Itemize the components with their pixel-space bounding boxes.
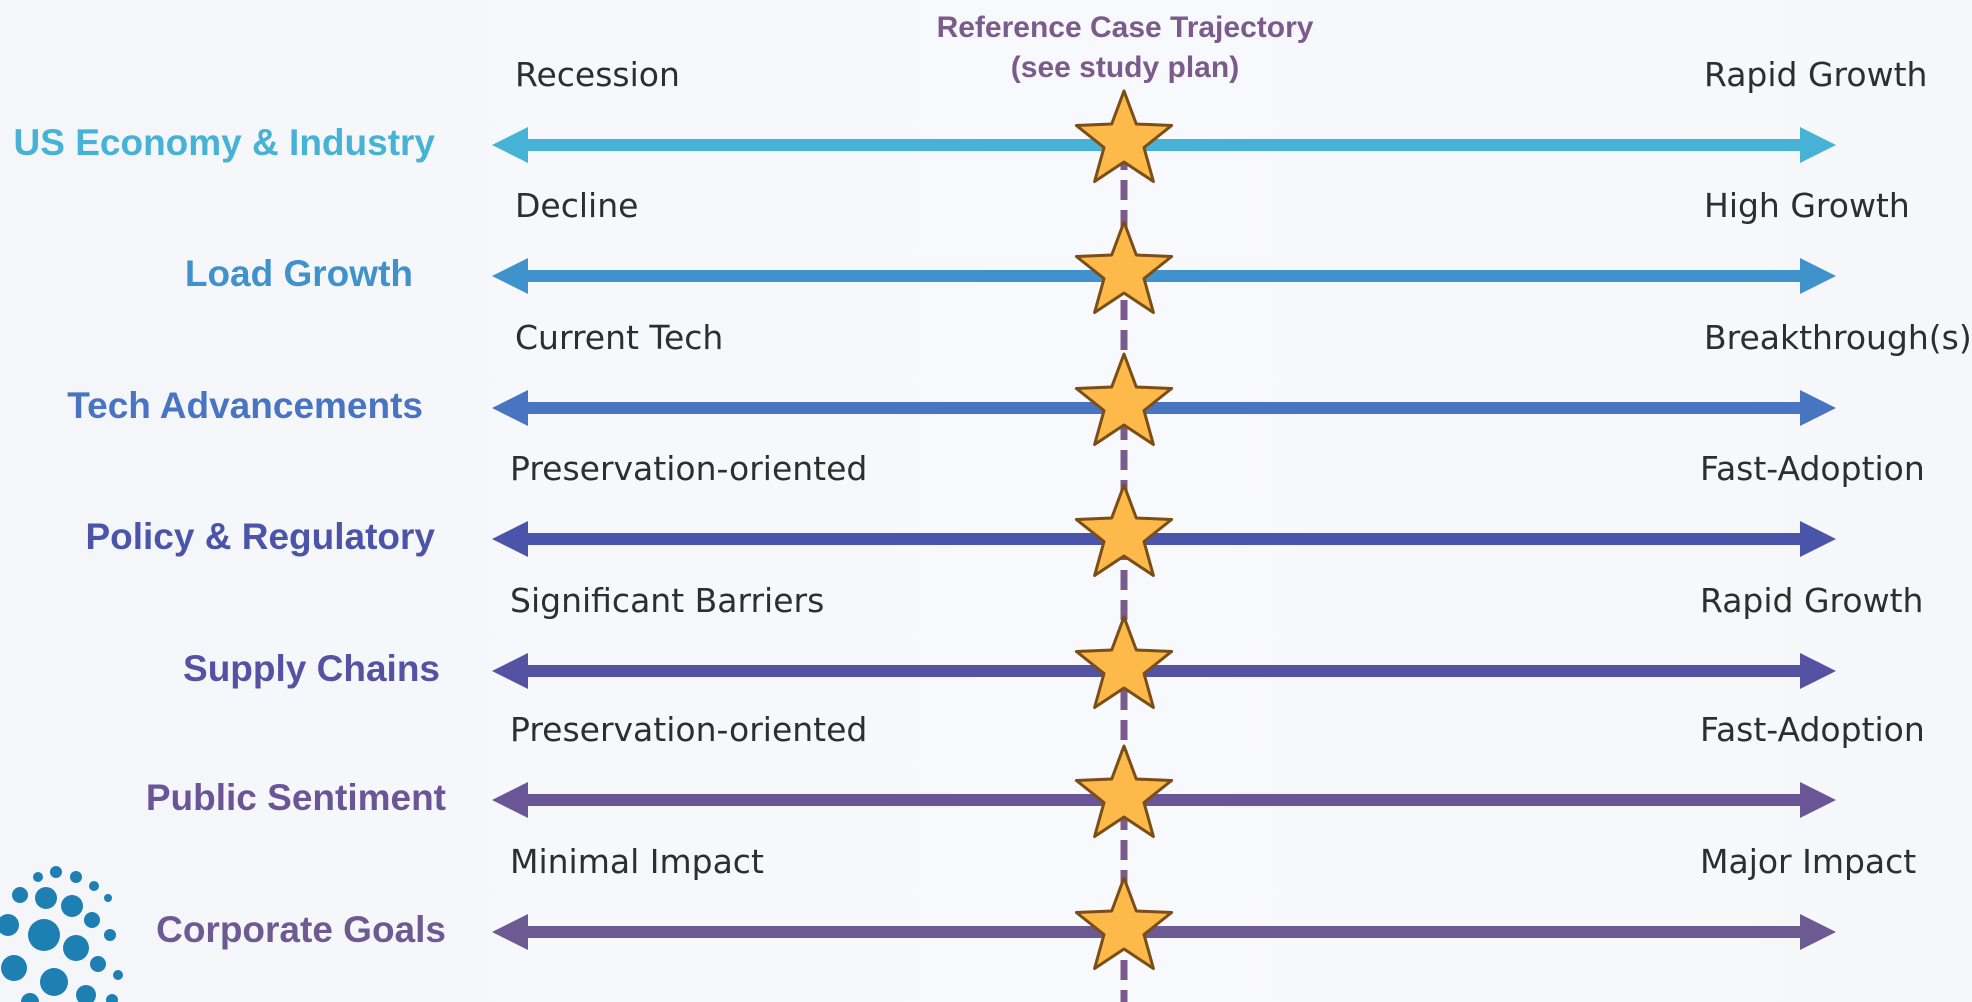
arrow-left-head xyxy=(492,127,528,163)
logo-dot xyxy=(61,895,83,917)
row-arrow-2 xyxy=(492,390,1836,426)
reference-star-icon xyxy=(1074,483,1174,577)
arrow-shaft xyxy=(522,533,1806,545)
arrow-left-head xyxy=(492,653,528,689)
left-end-label: Minimal Impact xyxy=(510,842,764,881)
reference-title-line1: Reference Case Trajectory xyxy=(936,11,1314,44)
reference-star-icon xyxy=(1074,352,1174,446)
row-label: Supply Chains xyxy=(183,648,440,689)
arrow-left-head xyxy=(492,914,528,950)
right-end-label: High Growth xyxy=(1704,186,1910,225)
left-end-label: Preservation-oriented xyxy=(510,710,868,749)
reference-star-icon xyxy=(1074,744,1174,838)
arrow-right-head xyxy=(1800,127,1836,163)
logo-dot xyxy=(28,919,60,951)
right-end-label: Rapid Growth xyxy=(1704,55,1928,94)
arrow-right-head xyxy=(1800,653,1836,689)
reference-star-icon xyxy=(1074,220,1174,314)
row-arrow-6 xyxy=(492,914,1836,950)
arrow-left-head xyxy=(492,390,528,426)
arrow-right-head xyxy=(1800,914,1836,950)
row-arrow-0 xyxy=(492,127,1836,163)
arrow-right-head xyxy=(1800,390,1836,426)
logo-dot xyxy=(0,914,19,936)
logo-dot xyxy=(104,894,112,902)
logo-dot xyxy=(90,956,106,972)
right-end-label: Rapid Growth xyxy=(1700,581,1924,620)
arrow-shaft xyxy=(522,402,1806,414)
row-label: Tech Advancements xyxy=(67,385,423,426)
left-end-label: Current Tech xyxy=(515,318,724,357)
logo-dot xyxy=(35,887,57,909)
reference-star-icon xyxy=(1074,89,1174,183)
logo-dots-icon xyxy=(0,866,123,1002)
left-end-label: Recession xyxy=(515,55,680,94)
row-label: Public Sentiment xyxy=(145,777,446,818)
row-label: Load Growth xyxy=(184,253,413,294)
right-end-label: Major Impact xyxy=(1700,842,1917,881)
arrow-left-head xyxy=(492,782,528,818)
row-arrow-1 xyxy=(492,258,1836,294)
row-label: US Economy & Industry xyxy=(13,122,435,163)
logo-dot xyxy=(104,929,116,941)
logo-dot xyxy=(89,881,99,891)
row-label: Corporate Goals xyxy=(156,909,446,950)
right-end-label: Breakthrough(s) xyxy=(1704,318,1972,357)
logo-dot xyxy=(113,970,123,980)
reference-title-line2: (see study plan) xyxy=(1010,51,1240,84)
arrows-layer xyxy=(492,127,1836,950)
row-label: Policy & Regulatory xyxy=(85,516,435,557)
arrow-left-head xyxy=(492,521,528,557)
logo-dot xyxy=(33,872,43,882)
row-arrow-5 xyxy=(492,782,1836,818)
logo-dot xyxy=(76,985,96,1002)
arrow-shaft xyxy=(522,794,1806,806)
reference-star-icon xyxy=(1074,615,1174,709)
left-end-label: Significant Barriers xyxy=(510,581,825,620)
arrow-right-head xyxy=(1800,258,1836,294)
arrow-shaft xyxy=(522,270,1806,282)
right-end-label: Fast-Adoption xyxy=(1700,449,1925,488)
left-end-label: Decline xyxy=(515,186,639,225)
logo-dot xyxy=(1,955,27,981)
logo-dot xyxy=(63,935,89,961)
left-end-label: Preservation-oriented xyxy=(510,449,868,488)
arrow-shaft xyxy=(522,926,1806,938)
logo-dot xyxy=(50,866,62,878)
arrow-right-head xyxy=(1800,782,1836,818)
logo-dot xyxy=(12,887,28,903)
logo-dot xyxy=(21,993,39,1002)
arrow-right-head xyxy=(1800,521,1836,557)
stars-layer xyxy=(1074,89,1174,970)
reference-star-icon xyxy=(1074,876,1174,970)
row-arrow-4 xyxy=(492,653,1836,689)
reference-case-title: Reference Case Trajectory (see study pla… xyxy=(880,8,1370,88)
logo-dot xyxy=(84,912,100,928)
logo-dot xyxy=(106,994,118,1002)
right-end-label: Fast-Adoption xyxy=(1700,710,1925,749)
logo-dot xyxy=(40,968,68,996)
arrow-left-head xyxy=(492,258,528,294)
row-arrow-3 xyxy=(492,521,1836,557)
logo-dot xyxy=(70,871,82,883)
arrow-shaft xyxy=(522,665,1806,677)
arrow-shaft xyxy=(522,139,1806,151)
